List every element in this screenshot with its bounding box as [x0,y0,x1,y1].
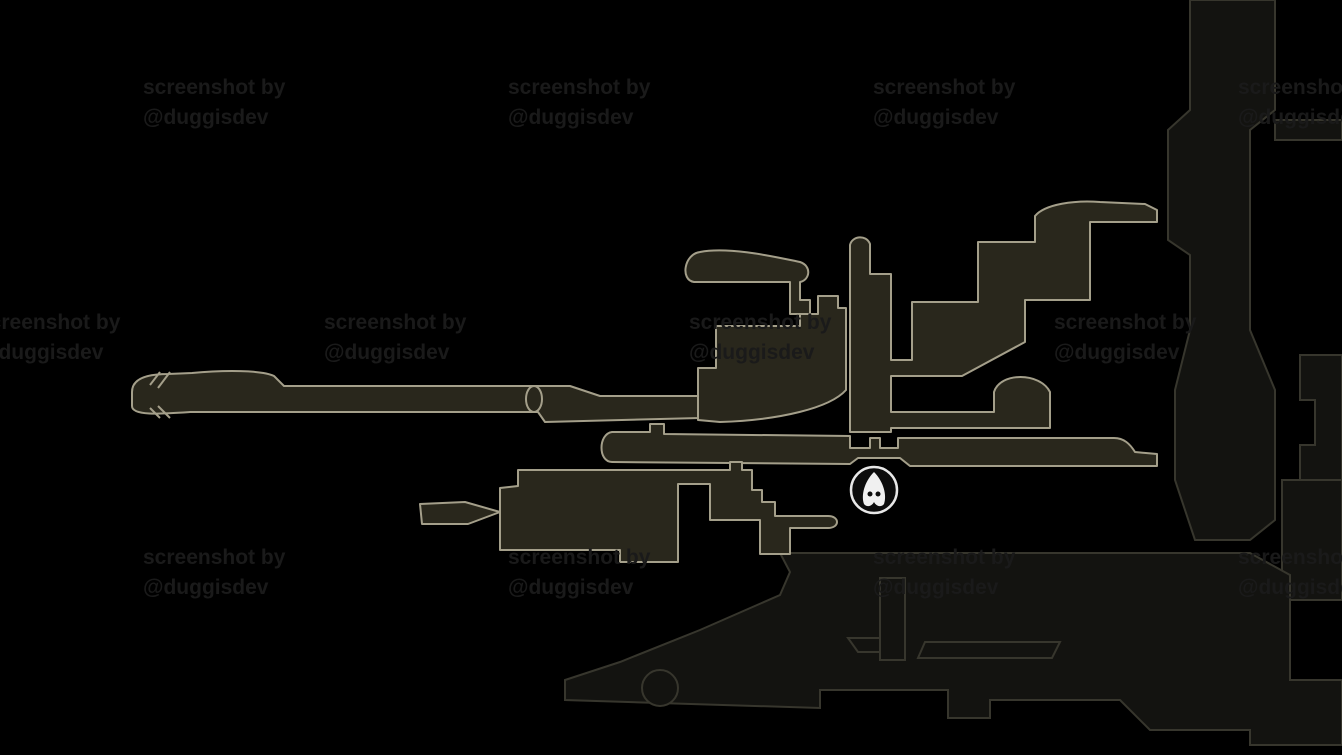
knight-mask-icon [862,472,886,507]
knight-mask-eye-left [867,491,873,497]
lower-inner-shaft [879,577,906,661]
right-lower-rooms [1281,479,1342,601]
knight-mask-eye-right [875,491,881,497]
right-shaft [1167,0,1276,541]
west-end-cap [149,371,171,419]
west-long-corridor [131,370,701,423]
right-edge-rooms [1299,354,1342,481]
right-upper-corridor [1274,119,1342,141]
upper-lobe-room [684,249,811,315]
central-shaft [849,200,1158,433]
central-hall [697,295,847,423]
long-lower-corridor [600,423,1158,467]
player-marker[interactable] [849,465,899,515]
corridor-gate [525,385,543,413]
lower-gear-decoration [641,669,679,707]
unexplored-region [564,0,1342,746]
lower-hazard-strip [916,641,1062,659]
lower-ledge [846,637,881,653]
explored-rooms [131,200,1158,563]
lower-west-complex [419,461,838,563]
